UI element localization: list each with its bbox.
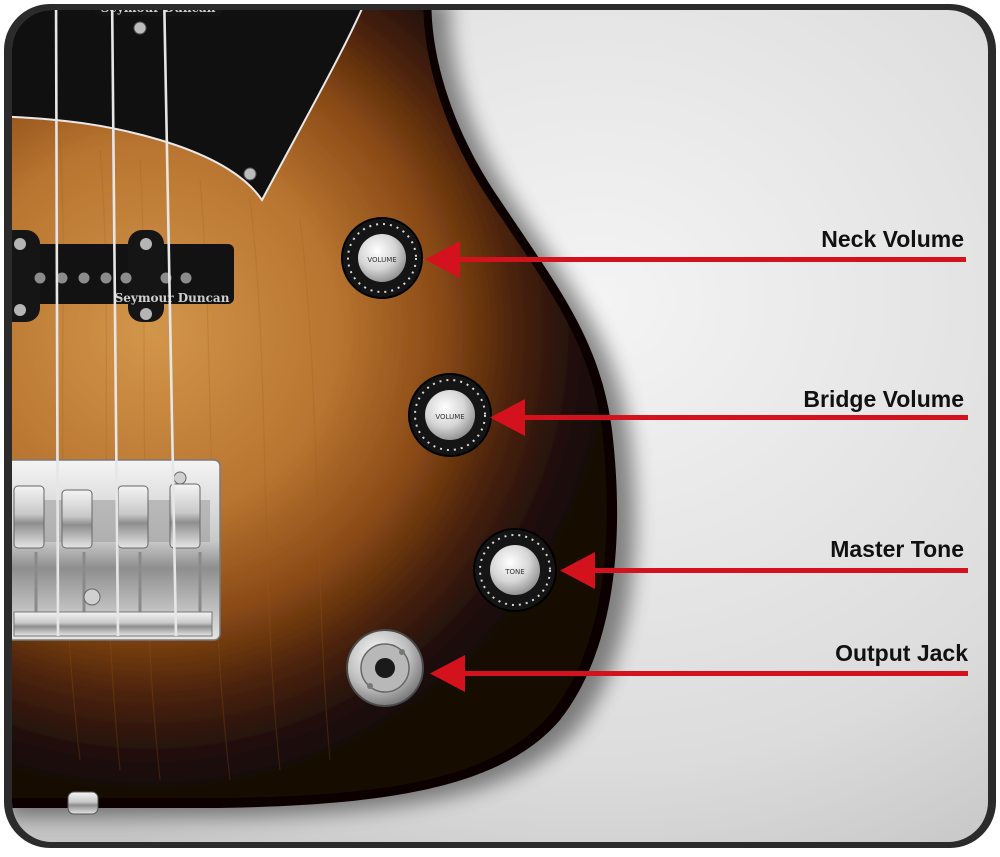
master-tone-arrow: [560, 552, 968, 589]
master-tone-cap-label: TONE: [504, 568, 524, 576]
pickguard: [12, 10, 372, 202]
bridge-volume-knob[interactable]: VOLUME: [408, 373, 492, 457]
callout-arrows: [425, 241, 968, 692]
bass-bridge: [12, 459, 221, 641]
neck-volume-arrow: [425, 241, 966, 278]
callout-output-jack: Output Jack: [835, 640, 968, 666]
callout-master-tone: Master Tone: [830, 536, 964, 562]
bass-strings: [54, 10, 178, 637]
neck-volume-cap-label: VOLUME: [367, 256, 396, 264]
master-tone-knob[interactable]: TONE: [473, 528, 557, 612]
bridge-pickup-logo: Seymour Duncan: [115, 291, 230, 305]
bridge-pickup: Seymour Duncan: [12, 230, 234, 322]
output-jack-arrow: [430, 655, 968, 692]
bridge-volume-arrow: [490, 399, 968, 436]
pickguard-screw: [133, 21, 147, 35]
neck-pickup: Seymour Duncan: [95, 1, 223, 16]
callout-neck-volume: Neck Volume: [821, 226, 964, 252]
callout-bridge-volume: Bridge Volume: [803, 386, 964, 412]
bridge-screw: [173, 471, 187, 485]
bridge-screw: [83, 588, 101, 606]
output-jack[interactable]: [346, 629, 424, 707]
pickguard-screw: [243, 167, 257, 181]
strap-button: [67, 791, 99, 815]
neck-pickup-logo: Seymour Duncan: [101, 1, 216, 15]
bridge-volume-cap-label: VOLUME: [435, 413, 464, 421]
neck-volume-knob[interactable]: VOLUME: [341, 217, 423, 299]
